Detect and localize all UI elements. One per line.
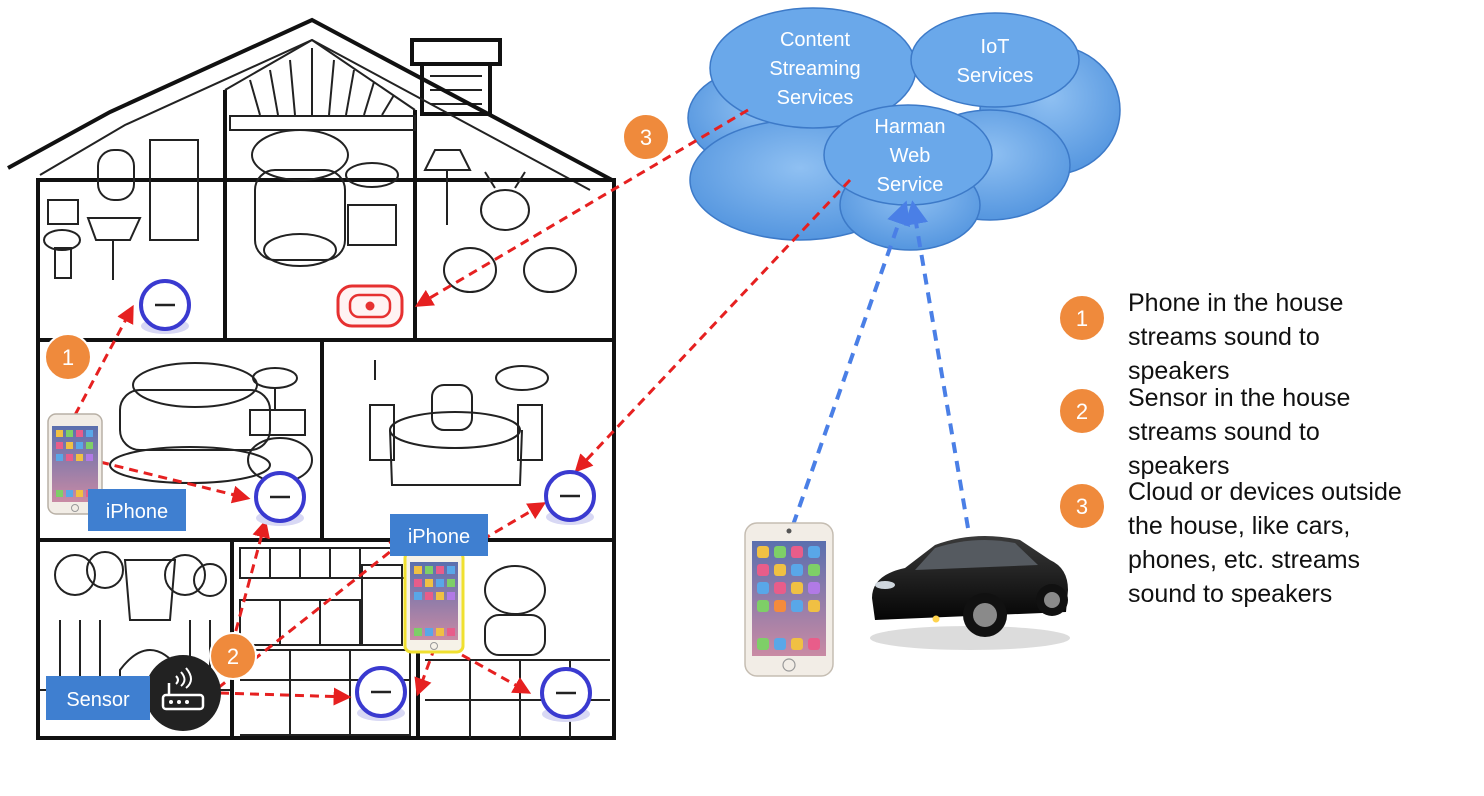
speaker-kitchen[interactable] [355,666,407,721]
sensor-router[interactable] [145,655,221,731]
legend-3-line-4: sound to speakers [1128,580,1332,608]
car[interactable] [870,536,1070,650]
legend-2-line-1: Sensor in the house [1128,384,1350,412]
iphone-left-label: iPhone [106,501,168,523]
legend-1-line-1: Phone in the house [1128,289,1343,317]
cloud: Content Streaming Services IoT Services … [687,7,1121,251]
iphone-center-label-box: iPhone [390,514,488,556]
blue-stream-arrows [791,200,970,529]
iot-bubble [910,12,1080,108]
speaker-bedroom-active[interactable] [336,284,404,328]
legend-3-line-2: the house, like cars, [1128,512,1350,540]
legend-item-1: 1 Phone in the house streams sound to sp… [1058,289,1343,385]
iphone-outside[interactable] [744,522,834,677]
speaker-dining-room[interactable] [544,470,596,525]
iphone-left-label-box: iPhone [88,489,186,531]
harman-label-3: Service [877,174,944,196]
content-streaming-label-2: Streaming [769,58,860,80]
badge-3: 3 [622,113,670,161]
legend-2-number: 2 [1076,399,1088,424]
legend-2-line-3: speakers [1128,452,1229,480]
legend-3-line-1: Cloud or devices outside [1128,478,1402,506]
badge-3-number: 3 [640,125,652,150]
badge-2-number: 2 [227,644,239,669]
legend-2-line-2: streams sound to [1128,418,1320,446]
iot-label-1: IoT [981,36,1010,58]
legend-item-3: 3 Cloud or devices outside the house, li… [1058,478,1402,608]
iot-label-2: Services [957,65,1034,87]
legend: 1 Phone in the house streams sound to sp… [1058,289,1402,608]
legend-1-line-3: speakers [1128,357,1229,385]
badge-2: 2 [209,632,257,680]
iphone-center-label: iPhone [408,526,470,548]
badge-1-number: 1 [62,345,74,370]
sensor-label-box: Sensor [46,676,150,720]
legend-item-2: 2 Sensor in the house streams sound to s… [1058,384,1350,480]
content-streaming-label-3: Services [777,87,854,109]
sensor-label: Sensor [66,689,130,711]
speaker-living-room[interactable] [254,471,306,526]
speaker-bathroom-bottom[interactable] [540,667,592,722]
legend-1-line-2: streams sound to [1128,323,1320,351]
harman-label-1: Harman [874,116,945,138]
legend-1-number: 1 [1076,306,1088,331]
iphone-center[interactable] [403,550,465,654]
badge-1: 1 [44,333,92,381]
legend-3-line-3: phones, etc. streams [1128,546,1360,574]
legend-3-number: 3 [1076,494,1088,519]
speaker-bathroom[interactable] [139,279,191,334]
content-streaming-label-1: Content [780,29,850,51]
harman-label-2: Web [890,145,931,167]
house-illustration [7,17,616,740]
